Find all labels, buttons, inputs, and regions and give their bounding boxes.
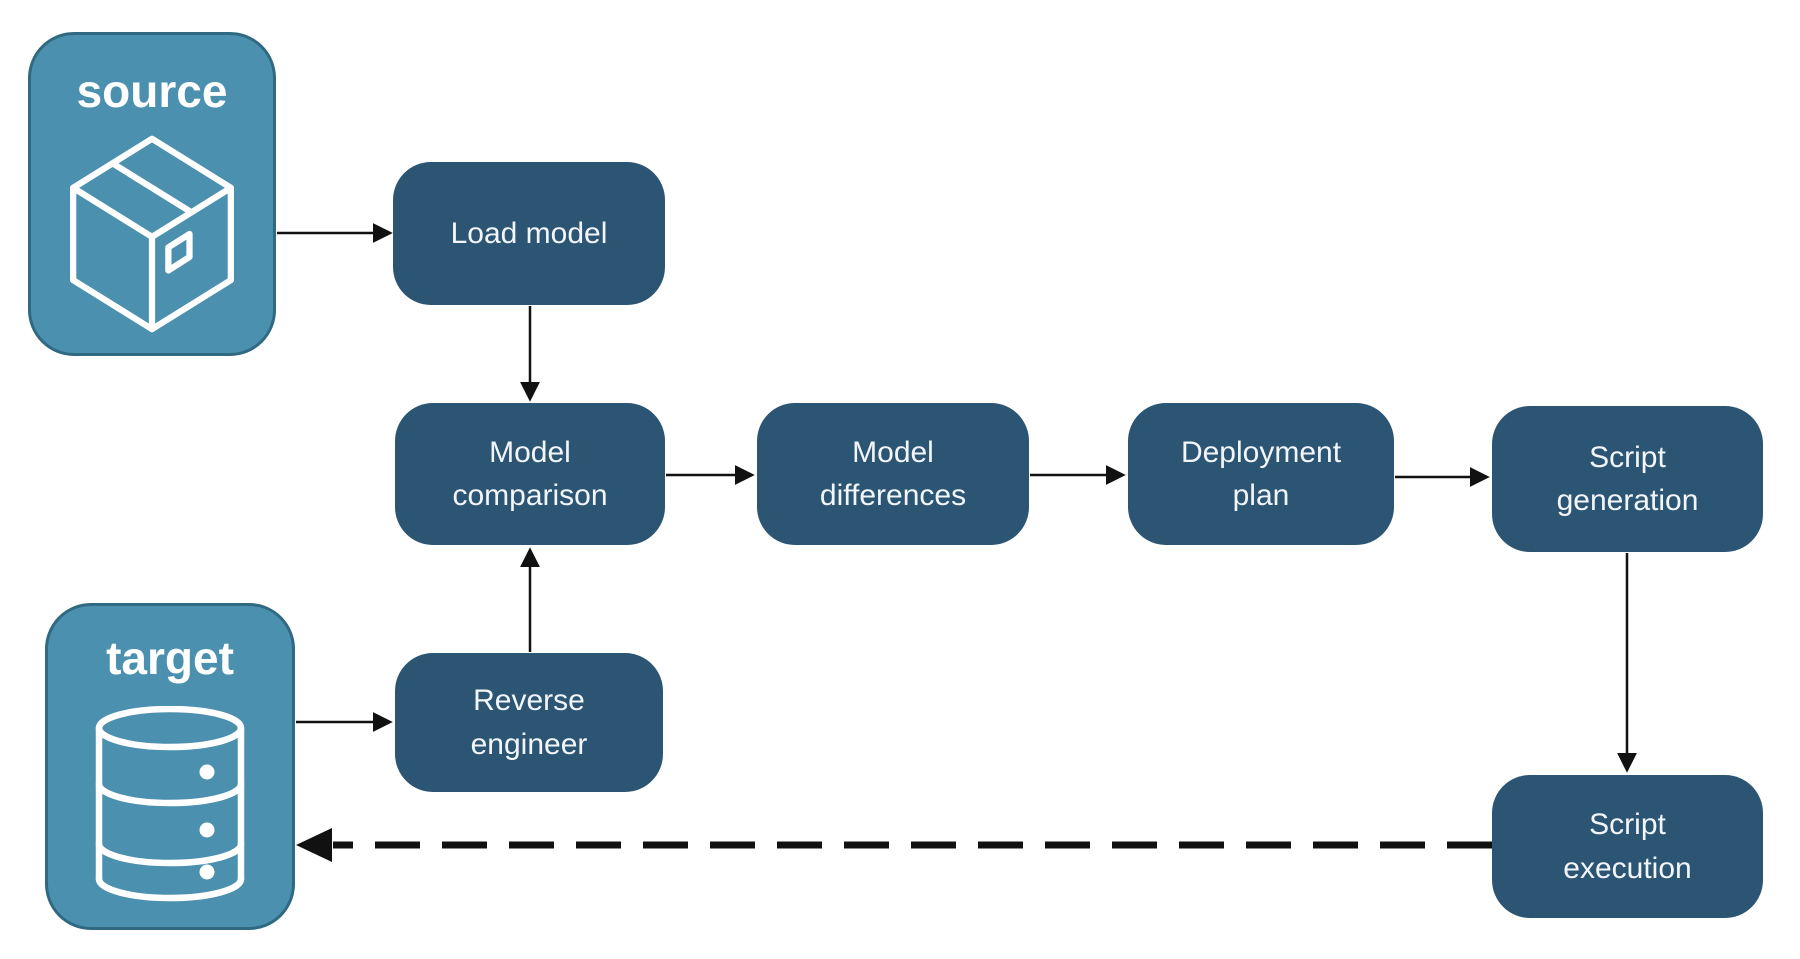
node-script-generation: Script generation [1492, 406, 1763, 552]
target-label: target [106, 632, 234, 684]
edge-script-execution-target [296, 828, 1492, 862]
node-reverse-engineer: Reverse engineer [395, 653, 663, 792]
node-deployment-plan: Deployment plan [1128, 403, 1394, 545]
node-script-execution: Script execution [1492, 775, 1763, 918]
target-node: target [45, 603, 295, 930]
node-model-differences: Model differences [757, 403, 1029, 545]
node-load-model: Load model [393, 162, 665, 305]
source-label: source [76, 65, 228, 117]
package-icon [70, 135, 234, 333]
node-model-comparison: Model comparison [395, 403, 665, 545]
source-node: source [28, 32, 276, 356]
dashed-arrowhead [296, 828, 332, 862]
database-icon [95, 706, 245, 902]
